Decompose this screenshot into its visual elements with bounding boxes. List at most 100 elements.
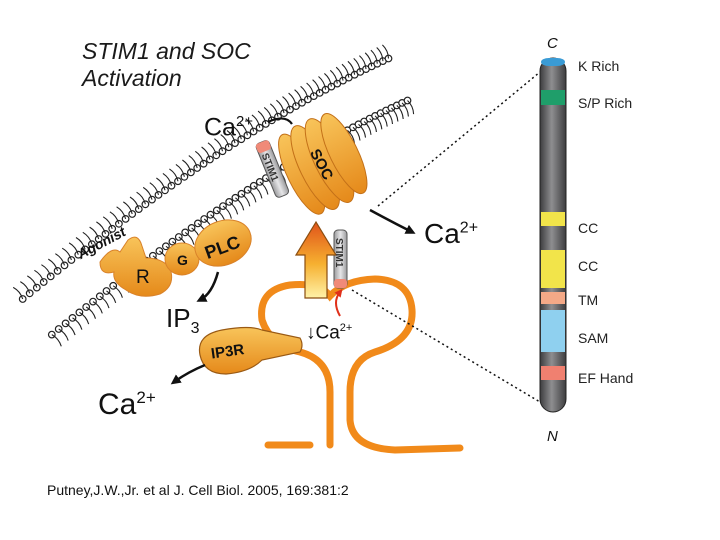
- lipid-tail: [364, 52, 373, 67]
- ip3-sub: 3: [190, 320, 200, 338]
- lipid-head: [32, 283, 41, 292]
- ca-top-base: Ca: [204, 113, 236, 142]
- lipid-tail: [385, 110, 394, 125]
- lipid-tail: [129, 196, 140, 210]
- lipid-tail: [359, 55, 367, 70]
- domain-label-sam: SAM: [578, 330, 609, 346]
- ip3r-label: IP3R: [210, 341, 246, 362]
- lipid-tail: [276, 99, 285, 114]
- arrow-ca-top-to-soc: [267, 117, 293, 125]
- lipid-tail: [241, 193, 251, 207]
- citation: Putney,J.W.,Jr. et al J. Cell Biol. 2005…: [47, 482, 349, 498]
- lipid-tail: [169, 168, 179, 182]
- lipid-tail: [358, 123, 367, 138]
- lipid-tail: [363, 121, 372, 135]
- lipid-tail: [89, 226, 100, 240]
- er-membrane: [258, 275, 464, 454]
- lipid-tail: [376, 47, 384, 62]
- lipid-tail: [214, 138, 224, 152]
- domain-band-ef-hand-6: [541, 366, 565, 380]
- lipid-tail: [162, 172, 173, 186]
- lipid-tail: [369, 118, 377, 133]
- domain-label-k-rich: K Rich: [578, 58, 620, 74]
- lipid-tail: [194, 150, 205, 164]
- lipid-tail: [239, 122, 248, 136]
- domain-label-tm: TM: [578, 292, 599, 308]
- arrow-ca-er-to-stim1: [334, 288, 343, 317]
- lipid-tail: [116, 206, 127, 220]
- ca-er-arrow: ↓: [306, 322, 316, 344]
- ip3r-receptor: [198, 326, 303, 375]
- lipid-tail: [245, 118, 255, 132]
- lipid-tail: [226, 130, 236, 144]
- lipid-tail: [247, 189, 257, 203]
- lipid-tail: [61, 247, 72, 261]
- stim1-domain-rod: [539, 57, 567, 413]
- domain-band-cc-3: [541, 250, 565, 288]
- callout-line-bottom: [351, 289, 541, 403]
- lipid-tail: [288, 92, 297, 107]
- lipid-tail: [382, 44, 390, 59]
- lipid-tail: [259, 181, 269, 195]
- lipid-head: [53, 267, 62, 275]
- lipid-tail: [175, 163, 185, 177]
- lipid-tail: [396, 104, 404, 120]
- lipid-tail: [48, 258, 59, 272]
- ca-left-label: Ca2+: [98, 388, 156, 422]
- lipid-tail: [142, 186, 153, 200]
- lipid-head: [46, 272, 55, 281]
- lipid-tail: [82, 231, 93, 245]
- lipid-tail: [27, 275, 38, 288]
- lipid-tail: [184, 231, 195, 245]
- lipid-tail: [235, 197, 245, 211]
- lipid-tail: [149, 182, 160, 196]
- ca-left-sup: 2+: [136, 388, 156, 407]
- lipid-tail: [380, 112, 388, 127]
- lipid-tail: [55, 253, 66, 266]
- lipid-tail: [123, 201, 133, 215]
- ca-right-base: Ca: [424, 218, 460, 249]
- title-line-2: Activation: [82, 65, 182, 91]
- lipid-tail: [220, 134, 230, 148]
- lipid-tail: [282, 96, 291, 110]
- lipid-tail: [312, 79, 321, 93]
- c-terminus-label: C: [547, 35, 558, 52]
- domain-band-tm-4: [541, 292, 565, 304]
- arrow-soc-to-ca-right: [369, 208, 416, 234]
- ca-er-sup: 2+: [339, 322, 353, 334]
- callout-line-top: [377, 71, 541, 207]
- stim1-er-label: STIM1: [333, 238, 344, 268]
- lipid-tail: [306, 82, 315, 97]
- lipid-tail: [112, 285, 123, 298]
- stim1-er: [333, 229, 348, 289]
- ip3-base: IP: [166, 303, 191, 333]
- lipid-tail: [251, 114, 261, 128]
- lipid-tail: [374, 115, 383, 130]
- lipid-tail: [85, 306, 97, 319]
- ip3-label: IP3: [166, 303, 199, 338]
- ca-er-base: Ca: [315, 322, 340, 344]
- lipid-tail: [75, 237, 86, 250]
- ca-top-label: Ca2+: [204, 113, 253, 142]
- lipid-tail: [41, 264, 52, 277]
- lipid-tail: [407, 100, 415, 115]
- ca-top-sup: 2+: [235, 113, 254, 130]
- lipid-tail: [207, 142, 217, 156]
- lipid-tail: [99, 295, 110, 309]
- lipid-tail: [318, 76, 327, 90]
- lipid-tail: [335, 66, 344, 81]
- arrow-ip3r-to-ca-left: [170, 363, 206, 385]
- domain-label-cc-2: CC: [578, 258, 599, 274]
- ca-right-sup: 2+: [459, 219, 479, 237]
- domain-band-sam-5: [541, 310, 565, 352]
- lipid-tail: [20, 281, 31, 294]
- lipid-tail: [201, 146, 211, 160]
- lipid-tail: [92, 301, 103, 314]
- lipid-tail: [257, 110, 267, 124]
- lipid-tail: [352, 126, 361, 141]
- lipid-tail: [51, 334, 62, 347]
- figure-title: STIM1 and SOC Activation: [82, 38, 251, 92]
- plc-enzyme: [194, 219, 252, 267]
